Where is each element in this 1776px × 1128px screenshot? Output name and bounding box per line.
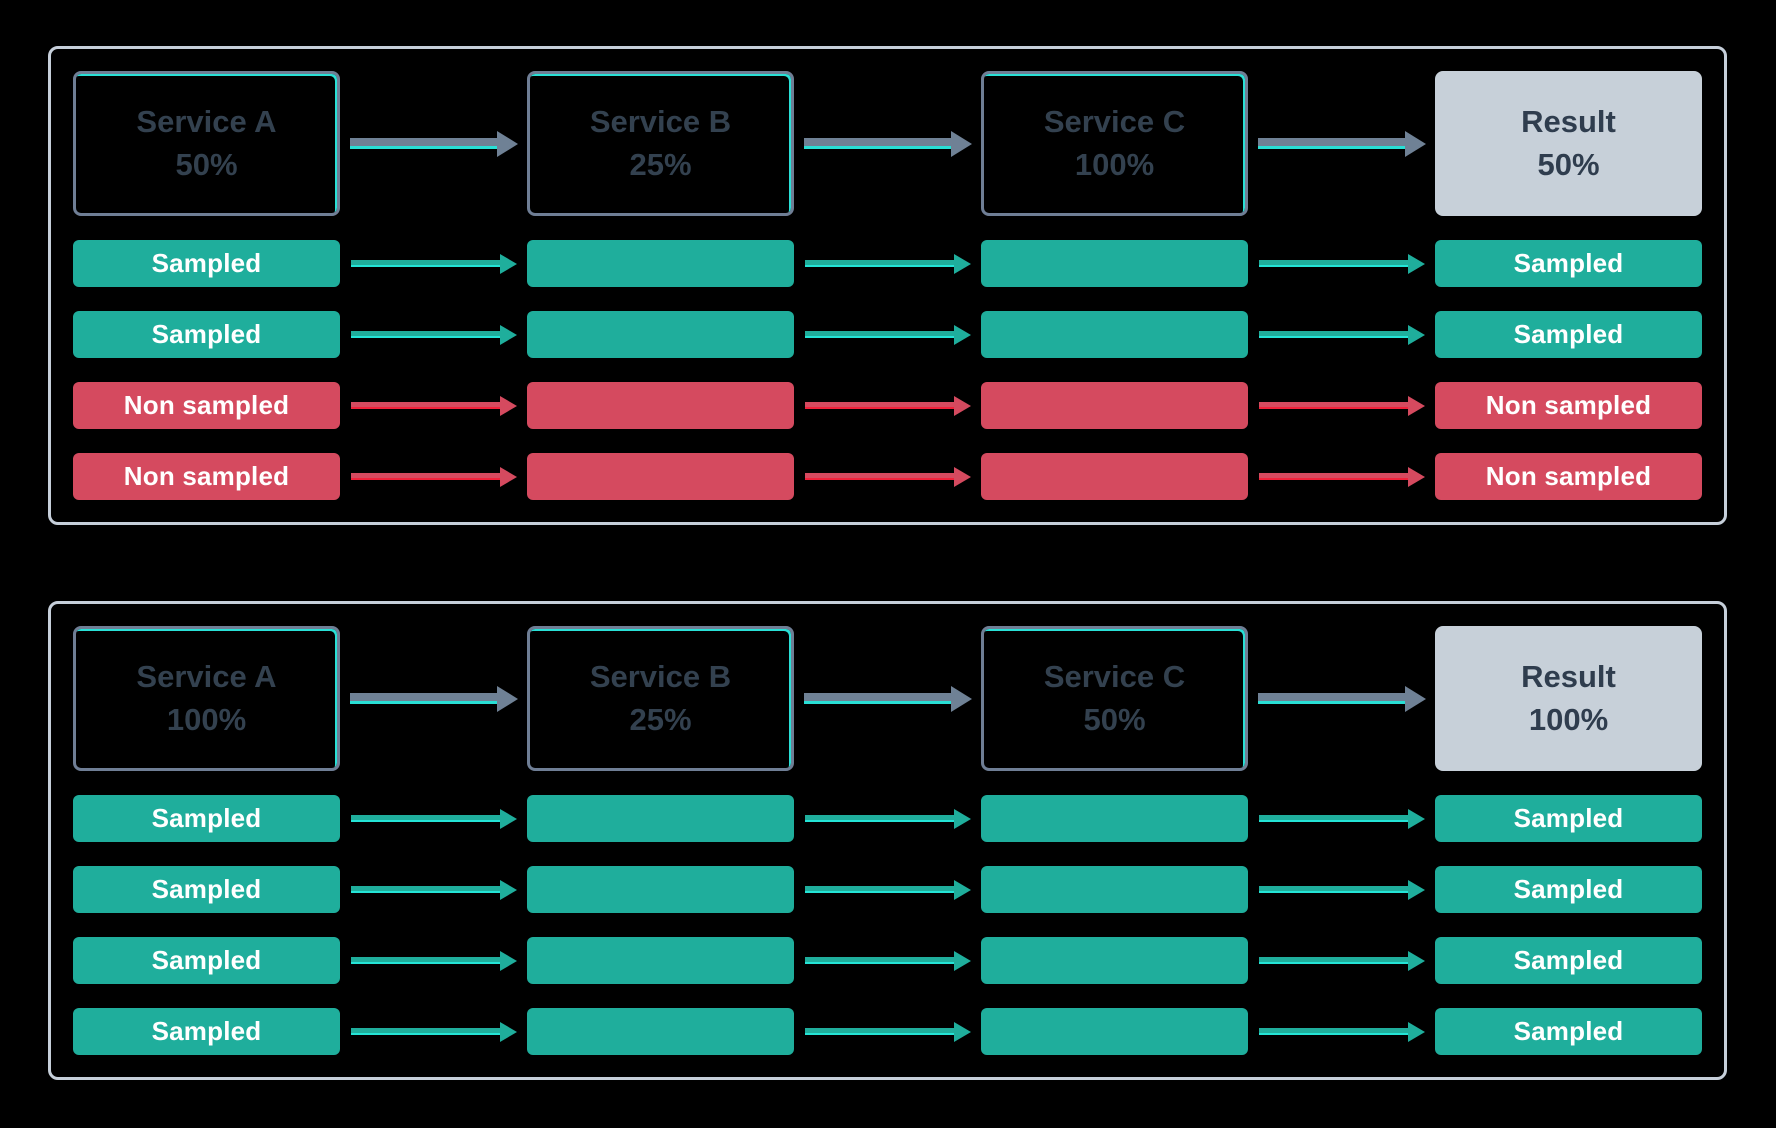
service-b-box: Service B 25% [527, 71, 794, 216]
arrow-right-icon [804, 950, 971, 971]
trace-bar-label: Sampled [1435, 866, 1702, 913]
trace-bar [527, 453, 794, 500]
trace-bar-label: Sampled [1435, 795, 1702, 842]
trace-bar [981, 382, 1248, 429]
service-a-box: Service A 100% [73, 626, 340, 771]
arrow-right-icon [804, 324, 971, 345]
arrow-right-icon [1258, 1021, 1425, 1042]
trace-bar [981, 311, 1248, 358]
arrow-right-icon [804, 1021, 971, 1042]
service-rate: 50% [175, 147, 238, 182]
trace-row-sampled: Sampled Sampled [73, 937, 1702, 984]
arrow-right-icon [1258, 808, 1425, 829]
arrow-right-icon [1257, 130, 1426, 157]
trace-bar-label: Sampled [1435, 937, 1702, 984]
arrow-right-icon [804, 808, 971, 829]
service-label: Service A [136, 658, 277, 694]
trace-bar [527, 240, 794, 287]
trace-bar-label: Sampled [73, 937, 340, 984]
trace-row-sampled: Sampled Sampled [73, 1008, 1702, 1055]
panel-head-sampling-100: Service A 100% Service B 25% Service C 5… [48, 601, 1727, 1080]
trace-row-sampled: Sampled Sampled [73, 240, 1702, 287]
trace-bar-label: Sampled [1435, 240, 1702, 287]
service-label: Service B [589, 658, 732, 694]
service-b-box: Service B 25% [527, 626, 794, 771]
trace-bar-label: Sampled [73, 240, 340, 287]
trace-row-sampled: Sampled Sampled [73, 795, 1702, 842]
arrow-right-icon [350, 808, 517, 829]
arrow-right-icon [804, 253, 971, 274]
service-a-box: Service A 50% [73, 71, 340, 216]
trace-bar-label: Sampled [73, 1008, 340, 1055]
arrow-right-icon [803, 685, 972, 712]
service-rate: 25% [629, 147, 692, 182]
arrow-right-icon [803, 130, 972, 157]
trace-bar-label: Non sampled [1435, 382, 1702, 429]
trace-bar [527, 866, 794, 913]
service-label: Service B [589, 103, 732, 139]
arrow-right-icon [804, 466, 971, 487]
trace-bar-label: Sampled [1435, 311, 1702, 358]
trace-bar [981, 1008, 1248, 1055]
trace-bar [981, 866, 1248, 913]
trace-bar-label: Non sampled [1435, 453, 1702, 500]
trace-bar-label: Non sampled [73, 382, 340, 429]
trace-bar [981, 453, 1248, 500]
arrow-right-icon [350, 1021, 517, 1042]
trace-bar [527, 382, 794, 429]
arrow-right-icon [350, 253, 517, 274]
result-box: Result 100% [1435, 626, 1702, 771]
trace-bar-label: Non sampled [73, 453, 340, 500]
trace-bar [981, 937, 1248, 984]
arrow-right-icon [1258, 395, 1425, 416]
trace-bar [527, 1008, 794, 1055]
result-label: Result [1521, 658, 1616, 694]
trace-bar-label: Sampled [73, 795, 340, 842]
arrow-right-icon [350, 395, 517, 416]
result-rate: 50% [1537, 147, 1600, 182]
arrow-right-icon [1258, 253, 1425, 274]
service-c-box: Service C 100% [981, 71, 1248, 216]
arrow-right-icon [1258, 950, 1425, 971]
trace-bar [981, 240, 1248, 287]
trace-row-non-sampled: Non sampled Non sampled [73, 453, 1702, 500]
trace-row-sampled: Sampled Sampled [73, 311, 1702, 358]
arrow-right-icon [350, 466, 517, 487]
trace-bar [527, 311, 794, 358]
trace-row-non-sampled: Non sampled Non sampled [73, 382, 1702, 429]
service-rate: 100% [166, 702, 247, 737]
trace-bar [527, 937, 794, 984]
trace-bar-label: Sampled [73, 866, 340, 913]
service-rate: 25% [629, 702, 692, 737]
trace-bar [981, 795, 1248, 842]
arrow-right-icon [1257, 685, 1426, 712]
trace-bar-label: Sampled [73, 311, 340, 358]
arrow-right-icon [1258, 466, 1425, 487]
arrow-right-icon [804, 395, 971, 416]
arrow-right-icon [1258, 879, 1425, 900]
arrow-right-icon [349, 130, 518, 157]
result-rate: 100% [1528, 702, 1609, 737]
service-header-row: Service A 100% Service B 25% Service C 5… [73, 626, 1702, 771]
trace-bar [527, 795, 794, 842]
service-c-box: Service C 50% [981, 626, 1248, 771]
service-rate: 50% [1083, 702, 1146, 737]
service-label: Service A [136, 103, 277, 139]
arrow-right-icon [804, 879, 971, 900]
arrow-right-icon [350, 950, 517, 971]
trace-row-sampled: Sampled Sampled [73, 866, 1702, 913]
arrow-right-icon [350, 879, 517, 900]
trace-bar-label: Sampled [1435, 1008, 1702, 1055]
result-box: Result 50% [1435, 71, 1702, 216]
arrow-right-icon [349, 685, 518, 712]
service-rate: 100% [1074, 147, 1155, 182]
service-label: Service C [1043, 658, 1186, 694]
arrow-right-icon [1258, 324, 1425, 345]
result-label: Result [1521, 103, 1616, 139]
service-label: Service C [1043, 103, 1186, 139]
panel-head-sampling-50: Service A 50% Service B 25% Service C 10… [48, 46, 1727, 525]
arrow-right-icon [350, 324, 517, 345]
service-header-row: Service A 50% Service B 25% Service C 10… [73, 71, 1702, 216]
